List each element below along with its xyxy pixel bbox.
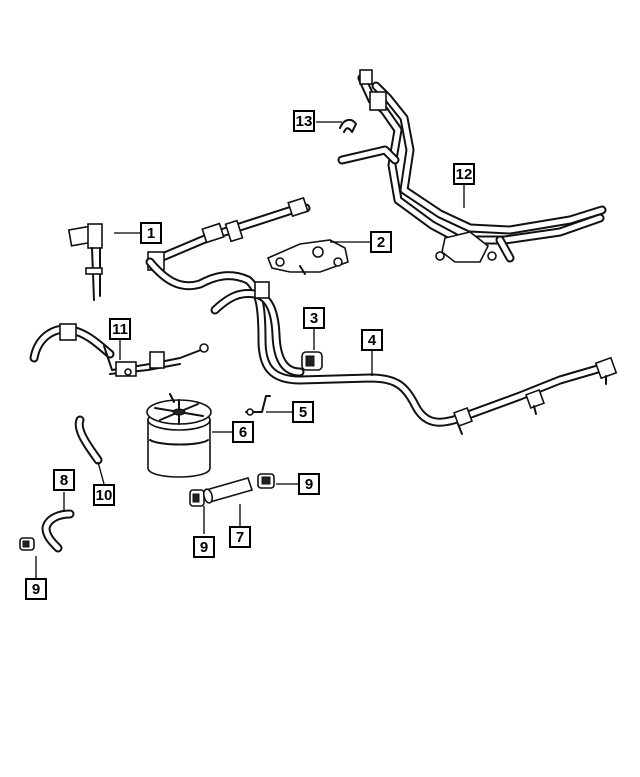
hose-bracket-part (29, 323, 209, 377)
callout-10: 10 (93, 484, 115, 506)
clamp-part-b (189, 489, 205, 507)
leader-lines (35, 121, 465, 578)
callout-13: 13 (293, 110, 315, 132)
callout-6: 6 (232, 421, 254, 443)
callout-7: 7 (229, 526, 251, 548)
hose-segment-part (202, 477, 254, 504)
callout-8: 8 (53, 469, 75, 491)
callout-3: 3 (303, 307, 325, 329)
clamp-part-c (257, 473, 275, 489)
sensor-connector-part (67, 223, 103, 301)
callout-12: 12 (453, 163, 475, 185)
short-hose-part (74, 415, 103, 465)
main-fuel-line-part (145, 257, 618, 435)
fuel-line-bundle-part (337, 69, 607, 263)
clamp-part-a (19, 537, 35, 551)
callout-9-left: 9 (25, 578, 47, 600)
callout-11: 11 (109, 318, 131, 340)
bracket-part (266, 239, 349, 275)
fuel-filter-canister-part (146, 393, 212, 478)
callout-4: 4 (361, 329, 383, 351)
elbow-hose-part (41, 509, 75, 553)
callout-2: 2 (370, 231, 392, 253)
grommet-part (301, 351, 323, 371)
clip-part (339, 118, 357, 133)
callout-1: 1 (140, 222, 162, 244)
callout-9-right: 9 (298, 473, 320, 495)
small-bracket-part (245, 395, 271, 416)
callout-5: 5 (292, 401, 314, 423)
callout-9-middle: 9 (193, 536, 215, 558)
